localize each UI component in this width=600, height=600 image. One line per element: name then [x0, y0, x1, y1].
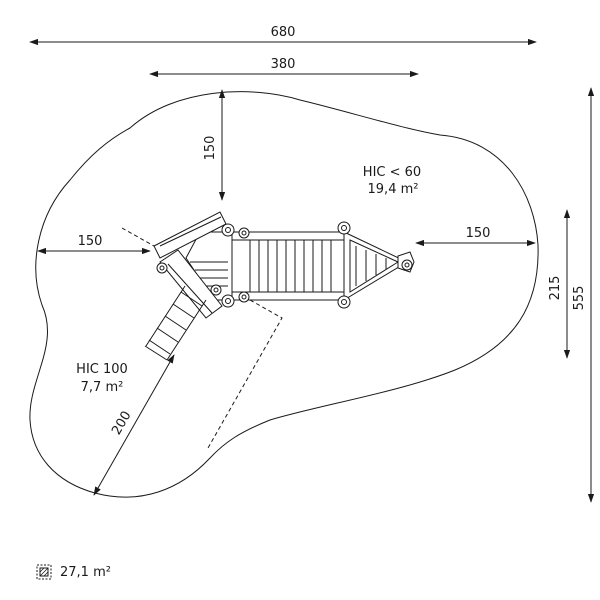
dimension-380: 380 [271, 57, 296, 72]
main-zone-area: 19,4 m² [368, 182, 419, 197]
slide-zone-hic: HIC 100 [76, 362, 128, 377]
slide-zone-area: 7,7 m² [81, 380, 124, 395]
structure-posts [156, 221, 413, 309]
dimension-200: 200 [109, 409, 134, 438]
hatched-square-icon [36, 564, 52, 580]
slide-zone-outline [121, 227, 283, 449]
main-zone-hic: HIC < 60 [363, 165, 421, 180]
ladder [144, 285, 207, 361]
bridge-planks [249, 240, 332, 292]
bridge-deck [231, 231, 345, 301]
slide-chute [159, 249, 223, 319]
total-area: 27,1 m² [60, 564, 111, 580]
dimension-left-150: 150 [78, 234, 103, 249]
dimension-top-150: 150 [203, 136, 218, 161]
dimension-right-150: 150 [466, 226, 491, 241]
dimension-line-200 [93, 354, 175, 496]
dimension-555: 555 [572, 286, 587, 311]
dimension-680: 680 [271, 25, 296, 40]
legend: 27,1 m² [36, 563, 111, 581]
safety-zone-outline [29, 91, 539, 498]
playground-structure [144, 211, 415, 361]
dimension-215: 215 [548, 276, 563, 301]
